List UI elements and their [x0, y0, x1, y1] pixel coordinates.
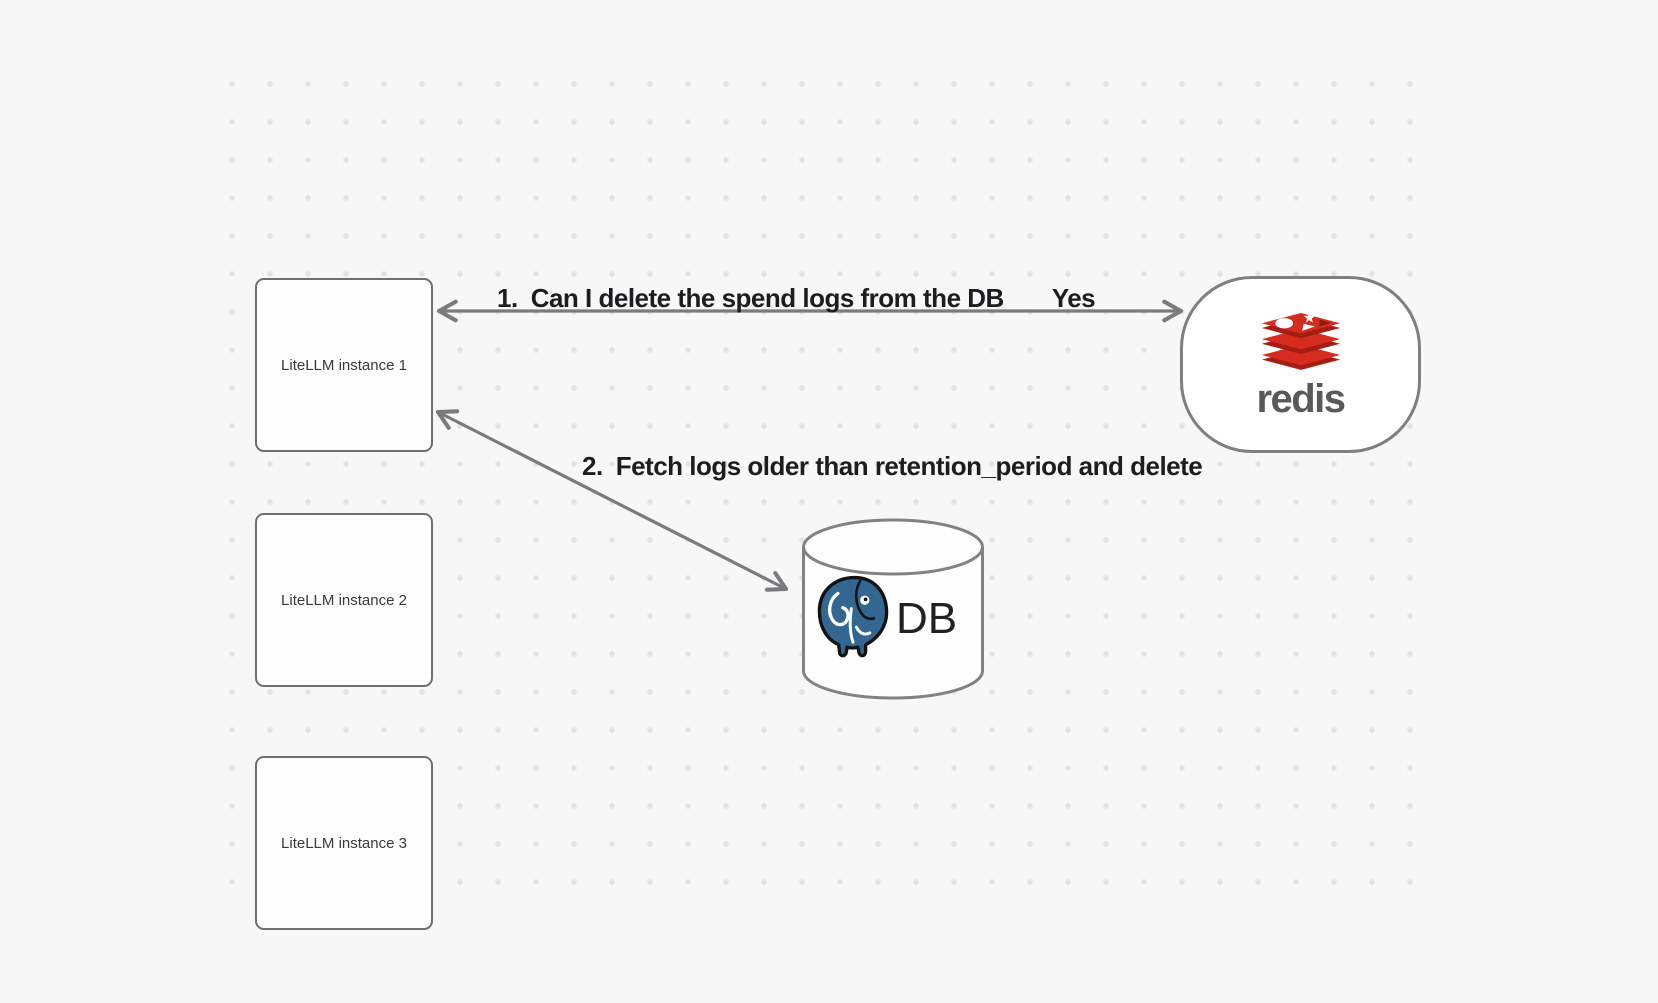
edge-2-number: 2. [582, 451, 603, 481]
redis-wordmark: redis [1256, 376, 1346, 421]
node-redis[interactable]: redis [1180, 276, 1421, 453]
redis-cube-stack-icon [1261, 311, 1340, 370]
edge-1-text: Can I delete the spend logs from the DB [530, 283, 1005, 313]
node-litellm-instance-1[interactable]: LiteLLM instance 1 [255, 278, 433, 452]
node-label: LiteLLM instance 2 [281, 591, 407, 609]
edge-2-text: Fetch logs older than retention_period a… [615, 451, 1203, 481]
edge-1-number: 1. [497, 283, 518, 313]
database-label: DB [896, 594, 958, 643]
edge-label-2[interactable]: 2. Fetch logs older than retention_period… [582, 451, 1203, 481]
node-label: LiteLLM instance 1 [281, 356, 407, 374]
node-database[interactable]: DB [800, 517, 986, 701]
node-label: LiteLLM instance 3 [281, 834, 407, 852]
database-content: DB [800, 517, 986, 701]
edge-1-response: Yes [1051, 283, 1096, 313]
node-litellm-instance-3[interactable]: LiteLLM instance 3 [255, 756, 433, 930]
node-litellm-instance-2[interactable]: LiteLLM instance 2 [255, 513, 433, 687]
postgresql-elephant-icon [817, 575, 889, 658]
edge-label-1[interactable]: 1. Can I delete the spend logs from the D… [497, 283, 1096, 313]
